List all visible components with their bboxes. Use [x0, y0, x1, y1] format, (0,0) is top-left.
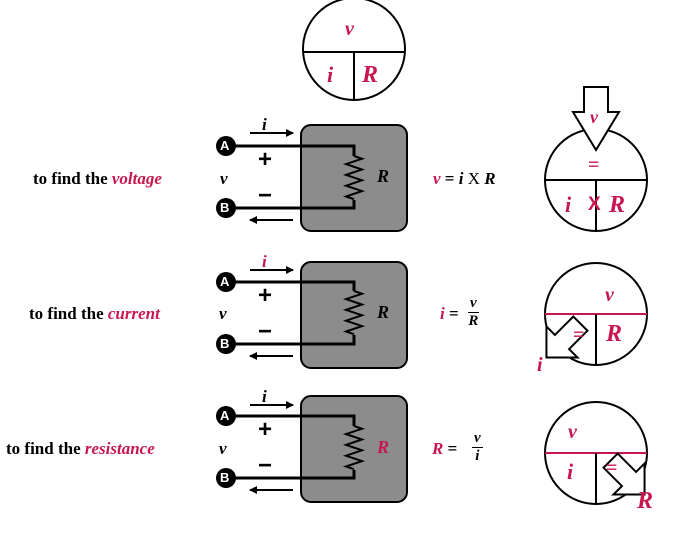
row-label-resistance: to find the resistance: [6, 439, 155, 458]
resistor-label: R: [377, 302, 390, 322]
circuit-voltage: [216, 124, 408, 232]
row-v-label: v: [220, 169, 228, 188]
minus-sign: −: [258, 182, 273, 209]
top-circle-v: v: [345, 18, 354, 40]
circle-v: v: [605, 284, 614, 306]
circle-times: X: [588, 194, 601, 215]
terminal-a-label: A: [220, 274, 230, 289]
terminal-b: [216, 198, 236, 218]
row-v-label: v: [219, 304, 227, 323]
ohms-law-triangle-circle: [302, 0, 406, 101]
terminal-a: [216, 406, 236, 426]
circle-find-resistance: [544, 401, 648, 505]
minus-sign: −: [258, 452, 273, 479]
row-label-current: to find the current: [29, 304, 160, 323]
circle-r: R: [609, 192, 626, 218]
diagonal-arrow-icon: [602, 452, 646, 496]
minus-sign: −: [258, 318, 273, 345]
terminal-b: [216, 468, 236, 488]
circuit-resistance: [216, 395, 408, 503]
circle-i: i: [567, 459, 574, 484]
row-v-label: v: [219, 439, 227, 458]
circle-r: R: [606, 321, 623, 347]
diagonal-arrow-icon: [545, 315, 589, 359]
current-label: i: [262, 252, 267, 271]
circle-equals: =: [588, 154, 600, 176]
terminal-a-label: A: [220, 408, 230, 423]
circle-v: v: [568, 421, 577, 443]
arrow-letter-v: v: [590, 107, 598, 127]
terminal-a: [216, 136, 236, 156]
current-label: i: [262, 387, 267, 406]
circuit-current: [216, 261, 408, 369]
arrow-letter-i: i: [537, 354, 543, 376]
formula-voltage: v = i X R: [433, 169, 496, 188]
terminal-b-label: B: [220, 336, 230, 351]
plus-sign: +: [258, 146, 273, 173]
current-label: i: [262, 115, 267, 134]
terminal-b-label: B: [220, 200, 230, 215]
formula-resistance-lhs: R =: [432, 439, 458, 458]
arrow-letter-r: R: [637, 488, 654, 514]
circle-equals: =: [606, 457, 618, 479]
top-circle-r: R: [362, 62, 379, 88]
circle-i: i: [565, 192, 572, 217]
resistor-label: R: [377, 437, 390, 457]
down-arrow-icon: [571, 86, 621, 152]
terminal-b: [216, 334, 236, 354]
formula-current-lhs: i =: [440, 304, 459, 323]
terminal-b-label: B: [220, 470, 230, 485]
row-label-voltage: to find the voltage: [33, 169, 162, 188]
top-circle-i: i: [327, 62, 334, 87]
circle-equals: =: [573, 324, 585, 346]
plus-sign: +: [258, 416, 273, 443]
circle-find-voltage: [544, 86, 648, 232]
terminal-a-label: A: [220, 138, 230, 153]
resistor-label: R: [377, 166, 390, 186]
circle-find-current: [544, 262, 648, 366]
terminal-a: [216, 272, 236, 292]
plus-sign: +: [258, 282, 273, 309]
